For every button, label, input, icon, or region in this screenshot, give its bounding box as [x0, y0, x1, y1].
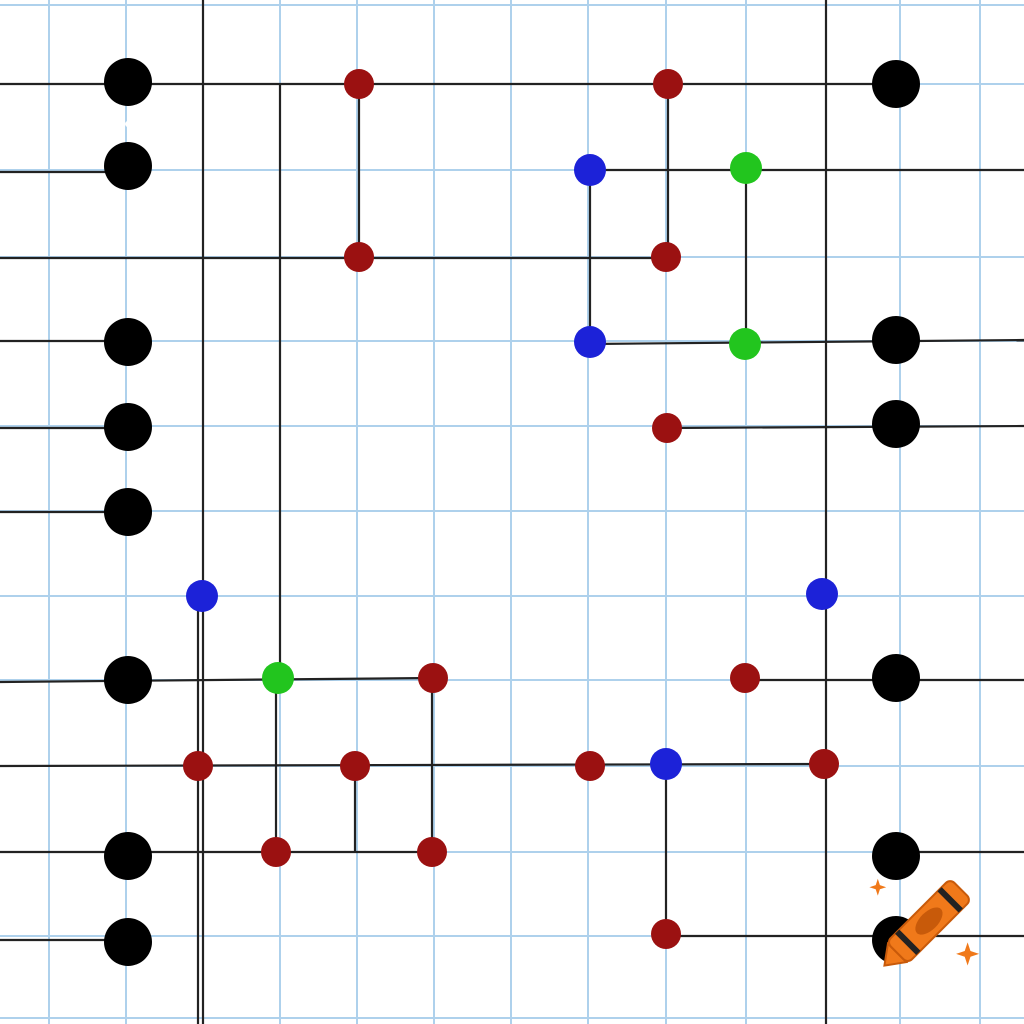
green-node [730, 152, 762, 184]
blue-node [806, 578, 838, 610]
red-node [418, 663, 448, 693]
node-layer [104, 58, 920, 966]
terminal-node [104, 318, 152, 366]
terminal-node [104, 918, 152, 966]
red-node [344, 69, 374, 99]
terminal-node [872, 654, 920, 702]
red-node [344, 242, 374, 272]
blue-node [650, 748, 682, 780]
terminal-node [872, 60, 920, 108]
terminal-node [104, 403, 152, 451]
red-node [809, 749, 839, 779]
terminal-node [104, 488, 152, 536]
red-node [183, 751, 213, 781]
green-node [262, 662, 294, 694]
green-node [729, 328, 761, 360]
blue-node [186, 580, 218, 612]
terminal-node [872, 400, 920, 448]
terminal-node [104, 656, 152, 704]
wire [0, 762, 827, 768]
crayon-icon [883, 880, 970, 967]
red-node [261, 837, 291, 867]
wire [0, 676, 433, 684]
crayon-watermark-icon [869, 878, 980, 967]
terminal-node [104, 832, 152, 880]
terminal-node [104, 58, 152, 106]
red-node [730, 663, 760, 693]
red-node [340, 751, 370, 781]
red-node [575, 751, 605, 781]
red-node [417, 837, 447, 867]
red-node [652, 413, 682, 443]
terminal-gap [125, 121, 131, 127]
terminal-node [872, 316, 920, 364]
sparkle-icon [869, 878, 980, 966]
blue-node [574, 154, 606, 186]
terminal-node [872, 832, 920, 880]
red-node [651, 242, 681, 272]
terminal-node [104, 142, 152, 190]
wire [665, 424, 1024, 430]
red-node [651, 919, 681, 949]
red-node [653, 69, 683, 99]
blue-node [574, 326, 606, 358]
wire [589, 338, 1024, 346]
